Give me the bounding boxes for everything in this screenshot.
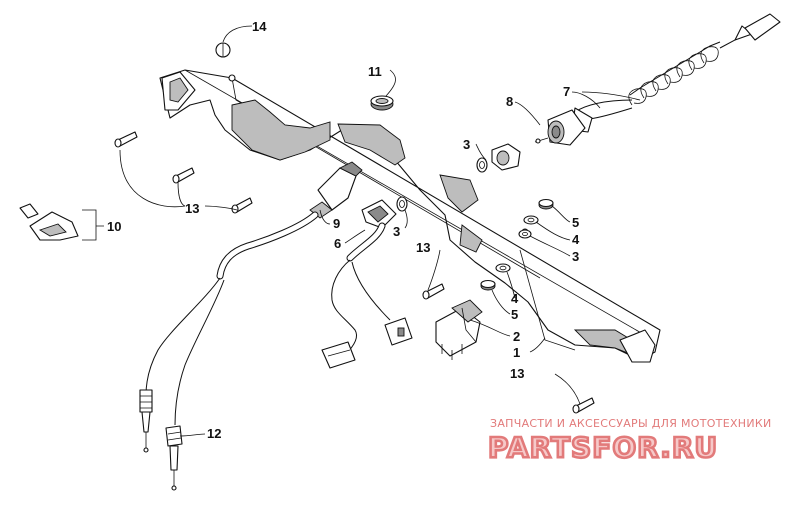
screw xyxy=(422,283,445,300)
callout-13-left: 13 xyxy=(185,201,199,216)
callout-5-right: 5 xyxy=(572,215,579,230)
callout-11: 11 xyxy=(368,64,382,79)
callout-5-lower: 5 xyxy=(511,307,518,322)
callout-4-right: 4 xyxy=(572,232,580,247)
part-8-stop-switch xyxy=(534,109,586,146)
part-13-screws xyxy=(114,131,595,414)
screw xyxy=(572,397,595,414)
part-11-grommet xyxy=(370,95,394,111)
callout-9: 9 xyxy=(333,216,340,231)
callout-8: 8 xyxy=(506,94,513,109)
watermark-brand-outline: PARTSFOR.RU xyxy=(488,431,718,464)
parts-5-4-3-right-stack xyxy=(518,198,554,239)
callout-3-middle: 3 xyxy=(393,224,400,239)
part-6-switch-connector xyxy=(321,199,413,369)
callout-2: 2 xyxy=(513,329,520,344)
watermark-brand-fill: PARTSFOR.RU xyxy=(488,431,718,464)
watermark: ЗАПЧАСТИ И АКСЕССУАРЫ ДЛЯ МОТОТЕХНИКИ PA… xyxy=(487,417,772,465)
screw xyxy=(114,131,138,148)
part-9-harness-switch xyxy=(139,161,363,491)
callout-3-right: 3 xyxy=(572,249,579,264)
part-3-bezel-nut-top xyxy=(476,143,521,173)
callout-4-lower: 4 xyxy=(511,291,519,306)
callout-1: 1 xyxy=(513,345,520,360)
main-bracket xyxy=(159,69,661,363)
callout-14: 14 xyxy=(252,19,267,34)
part-10-bracket xyxy=(19,203,79,241)
callout-13-center: 13 xyxy=(416,240,430,255)
callout-labels: 14 11 7 8 3 13 9 10 6 3 13 5 4 3 4 5 2 1… xyxy=(107,19,580,441)
part-14-cap xyxy=(215,42,231,58)
callout-13-bottom: 13 xyxy=(510,366,524,381)
part-3-oring-middle xyxy=(396,196,408,212)
callout-7: 7 xyxy=(563,84,570,99)
callout-12: 12 xyxy=(207,426,221,441)
part-2-rocker-switch xyxy=(435,299,483,360)
screw xyxy=(231,197,253,214)
watermark-tagline: ЗАПЧАСТИ И АКСЕССУАРЫ ДЛЯ МОТОТЕХНИКИ xyxy=(490,417,772,430)
callout-6: 6 xyxy=(334,236,341,251)
part-7-tether-cord xyxy=(559,13,781,133)
screw xyxy=(172,167,195,184)
leader-lines xyxy=(82,25,641,437)
callout-10: 10 xyxy=(107,219,121,234)
parts-4-5-lower xyxy=(480,263,511,291)
callout-3-top: 3 xyxy=(463,137,470,152)
